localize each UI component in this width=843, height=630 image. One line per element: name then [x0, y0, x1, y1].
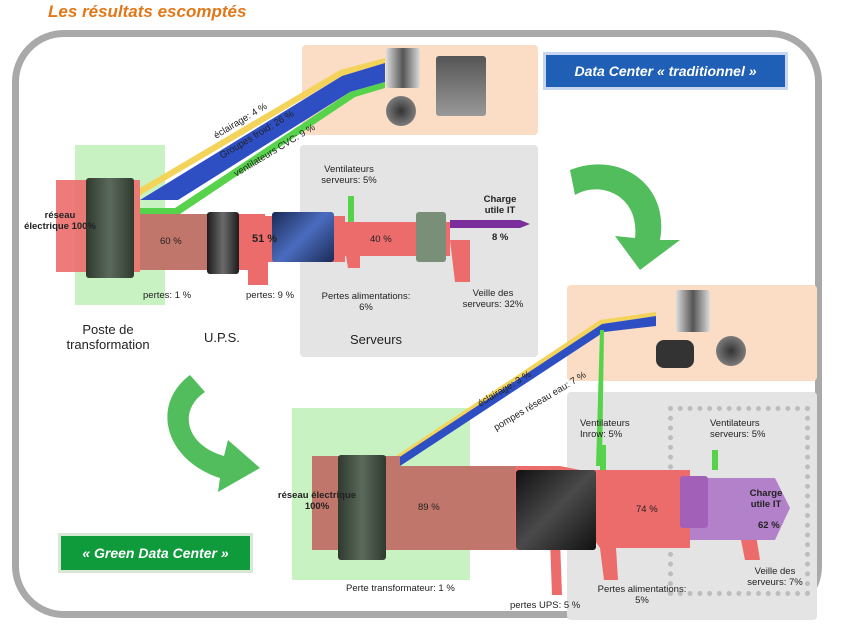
servers-rack-image-top — [272, 212, 334, 262]
label-89: 89 % — [418, 502, 440, 513]
label-reseau-top: réseau électrique 100% — [24, 210, 96, 232]
flow-veille-top — [450, 240, 470, 282]
ups-image-top — [207, 212, 239, 274]
label-8-top: 8 % — [492, 232, 509, 243]
fan-icon-top — [386, 96, 416, 126]
label-poste: Poste de transformation — [66, 322, 150, 352]
label-74: 74 % — [636, 504, 658, 515]
traditional-tag: Data Center « traditionnel » — [543, 52, 788, 90]
label-ventilateurs-serveurs-top: Ventilateurs serveurs: 5% — [321, 164, 377, 186]
fan-icon-bottom — [716, 336, 746, 366]
label-charge-utile-bottom: Charge utile IT — [749, 488, 783, 510]
label-pertes-1: pertes: 1 % — [143, 290, 192, 301]
arrow-down-left — [167, 375, 260, 492]
transformer-image-top — [86, 178, 134, 278]
arrow-down-right — [570, 164, 680, 270]
label-veille-top: Veille des serveurs: 32% — [462, 288, 524, 310]
flow-transfo-bottom — [395, 466, 515, 550]
label-pertes-alim-top: Pertes alimentations: 6% — [321, 291, 411, 313]
cooling-unit-image-top — [386, 48, 420, 88]
flow-fans-servers-bottom — [712, 450, 718, 470]
server-board-image-top — [416, 212, 446, 262]
flow-alim-bottom — [600, 548, 618, 580]
label-serveurs: Serveurs — [350, 332, 403, 347]
flow-cooling-top-green — [140, 82, 385, 214]
label-pertes-alim-bottom: Pertes alimentations: 5% — [597, 584, 687, 606]
flow-alim-top — [345, 250, 360, 268]
flow-fans-servers-top — [348, 196, 354, 222]
flow-it-top — [450, 220, 530, 228]
label-ups: U.P.S. — [204, 330, 240, 345]
server-board-image-bottom — [680, 476, 708, 528]
label-ventilateurs-serveurs-bottom: Ventilateurs serveurs: 5% — [710, 418, 766, 440]
label-charge-utile-top: Charge utile IT — [483, 194, 517, 216]
pump-icon-bottom — [656, 340, 694, 368]
flow-loss-ups-bottom — [550, 540, 562, 595]
page-title: Les résultats escomptés — [48, 2, 247, 21]
flow-veille-bottom — [740, 535, 760, 560]
label-reseau-bottom: réseau électrique 100% — [277, 490, 357, 512]
transformer-image-bottom — [338, 455, 386, 560]
flow-cooling-bottom-blue — [392, 316, 656, 466]
chiller-image-top — [436, 56, 486, 116]
green-tag: « Green Data Center » — [58, 533, 253, 573]
label-ventilateurs-inrow: Ventilateurs Inrow: 5% — [580, 418, 630, 440]
flow-fans-inrow — [600, 445, 606, 470]
cooling-unit-image-bottom — [676, 290, 710, 332]
label-60-top: 60 % — [160, 236, 182, 247]
label-51-top: 51 % — [252, 233, 278, 245]
label-62: 62 % — [758, 520, 780, 531]
label-perte-transfo: Perte transformateur: 1 % — [346, 583, 455, 594]
flow-cooling-top-blue — [140, 63, 385, 200]
label-veille-bottom: Veille des serveurs: 7% — [747, 566, 803, 588]
label-40-top: 40 % — [370, 234, 392, 245]
flow-it-bottom — [690, 478, 790, 540]
label-pertes-ups: pertes UPS: 5 % — [510, 600, 581, 611]
flow-loss-ups-top — [248, 262, 268, 285]
flow-servers-bottom — [580, 470, 690, 548]
flow-cooling-bottom-green — [596, 330, 604, 466]
label-pertes-9: pertes: 9 % — [246, 290, 295, 301]
flow-ups-top — [140, 214, 210, 270]
server-racks-image-bottom — [516, 470, 596, 550]
